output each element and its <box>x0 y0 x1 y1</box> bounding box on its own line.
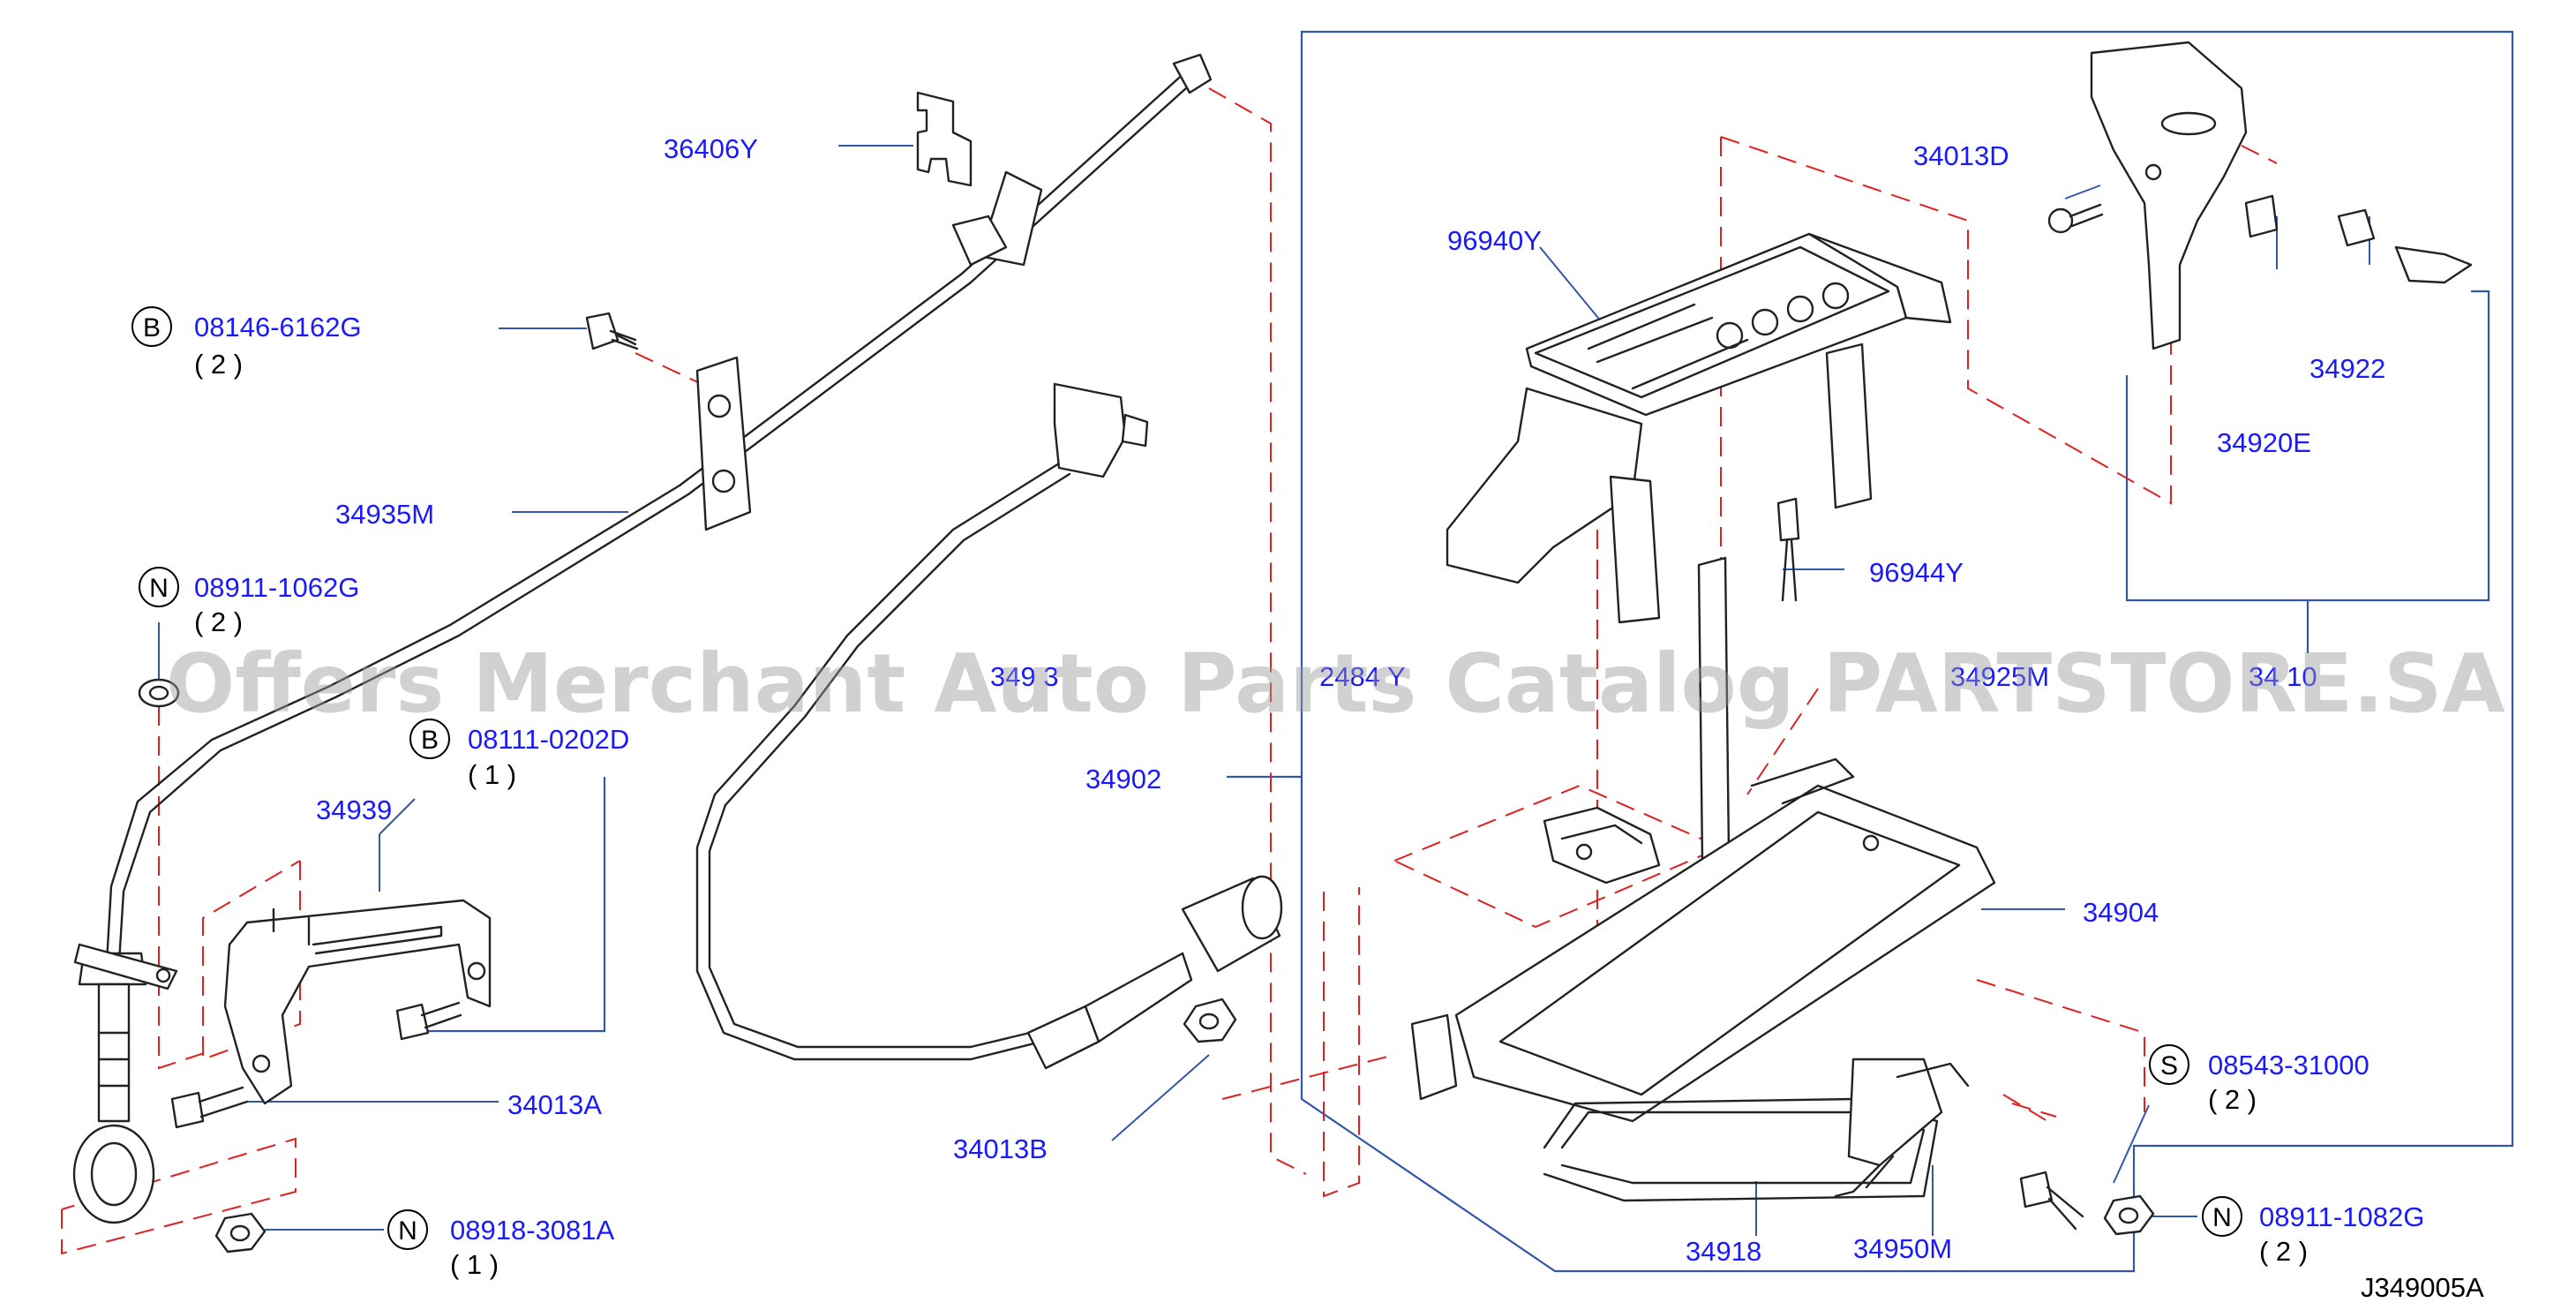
shift-cable-middle <box>695 382 1283 1070</box>
label-partial-c: 34925M <box>1950 661 2049 692</box>
leader-lines <box>158 145 2370 1236</box>
prefix-letter-08918: N <box>398 1216 417 1246</box>
label-08911-1082G: 08911-1082G <box>2259 1201 2424 1232</box>
bolt-08543 <box>2019 1171 2084 1231</box>
nut-08911-left <box>138 678 180 708</box>
prefix-circle-08146 <box>131 306 172 347</box>
prefix-circle-08918 <box>387 1209 428 1250</box>
label-34950M: 34950M <box>1853 1233 1952 1264</box>
label-partial-a: 349 3 <box>990 661 1059 692</box>
label-96940Y: 96940Y <box>1447 225 1542 256</box>
watermark: Offers Merchant Auto Parts Catalog PARTS… <box>166 636 2505 731</box>
prefix-circle-08911a <box>139 567 179 607</box>
qty-08111: ( 1 ) <box>468 759 516 790</box>
label-34922: 34922 <box>2309 353 2385 384</box>
shift-cable-34935M <box>72 53 1213 1224</box>
label-34902: 34902 <box>1085 764 1161 794</box>
label-34918: 34918 <box>1686 1236 1761 1267</box>
bolt-08146 <box>585 312 639 350</box>
label-36406Y: 36406Y <box>664 133 758 164</box>
assembly-frame <box>1300 30 2514 1273</box>
label-08918-3081A: 08918-3081A <box>450 1215 614 1246</box>
bracket-34939 <box>223 899 492 1105</box>
bulb-96944Y <box>1776 497 1800 602</box>
bracket-34910 <box>2125 290 2490 602</box>
qty-08918: ( 1 ) <box>450 1249 499 1280</box>
qty-08543: ( 2 ) <box>2208 1084 2257 1115</box>
bracket-08111 <box>424 777 606 1033</box>
label-partial-b: 2484 Y <box>1319 661 1406 692</box>
diagram-code: J349005A <box>2361 1272 2484 1303</box>
qty-08911b: ( 2 ) <box>2259 1236 2308 1267</box>
indicator-panel-96940Y <box>1446 232 1952 624</box>
label-08146-6162G: 08146-6162G <box>194 312 362 343</box>
prefix-letter-08911a: N <box>149 574 169 603</box>
nut-34013B <box>1183 998 1237 1043</box>
prefix-letter-08146: B <box>143 313 161 343</box>
label-08543-31000: 08543-31000 <box>2208 1050 2369 1080</box>
label-34904: 34904 <box>2083 897 2159 928</box>
clip-36406Y <box>916 91 973 187</box>
label-34013B: 34013B <box>953 1133 1048 1164</box>
prefix-letter-08111: B <box>421 726 439 755</box>
label-partial-d: 34 10 <box>2249 661 2317 692</box>
prefix-letter-08543: S <box>2160 1051 2178 1080</box>
switch-34950M <box>1834 1058 1970 1198</box>
label-34013A: 34013A <box>507 1089 602 1120</box>
part-labels: 36406Y B 08146-6162G ( 2 ) 34935M N 0891… <box>131 133 2424 1280</box>
nut-08911-right <box>2103 1194 2155 1236</box>
shift-lever-base-34902 <box>1410 556 1996 1202</box>
bolts-lower-left <box>170 1001 462 1129</box>
prefix-letter-08911b: N <box>2212 1203 2232 1232</box>
label-08111-0202D: 08111-0202D <box>468 724 629 755</box>
shift-knob <box>2047 41 2473 350</box>
prefix-circle-08111 <box>409 719 450 759</box>
label-34935M: 34935M <box>335 499 434 530</box>
qty-08146: ( 2 ) <box>194 349 243 380</box>
prefix-circle-08543 <box>2149 1044 2189 1085</box>
label-34939: 34939 <box>316 794 392 825</box>
nut-08918 <box>214 1212 267 1254</box>
qty-08911a: ( 2 ) <box>194 606 243 637</box>
label-34920E: 34920E <box>2217 427 2311 458</box>
prefix-circle-08911b <box>2202 1196 2242 1237</box>
label-08911-1062G: 08911-1062G <box>194 572 359 603</box>
label-34013D: 34013D <box>1913 140 2009 171</box>
label-96944Y: 96944Y <box>1869 557 1964 588</box>
